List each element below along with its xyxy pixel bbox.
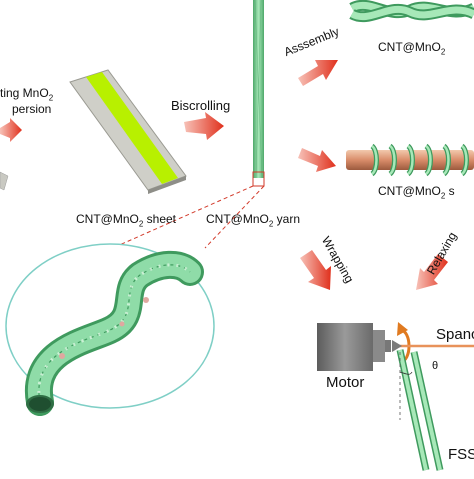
dispersion-label-sub: 2 (48, 93, 54, 103)
wrapping-yarns (396, 349, 444, 471)
yarn-label: CNT@MnO2 yarn (206, 212, 300, 228)
spandex-fiber (392, 340, 474, 352)
assembly-arrow (298, 60, 338, 86)
coiled-yarn-on-rod (346, 143, 474, 177)
cnt-mno2-yarn (252, 0, 265, 187)
left-edge-sheet-fragment (0, 171, 9, 191)
dispersion-label-line1: ting MnO (0, 86, 49, 100)
coiled-yarn-label-suffix: s (445, 184, 455, 198)
sheet-label-main: CNT@MnO (76, 212, 139, 226)
angle-label: θ (432, 360, 439, 372)
sheet-label-sub: 2 (138, 219, 144, 229)
fss-label: FSS (448, 446, 474, 463)
biscrolling-label: Biscrolling (171, 98, 231, 113)
coiled-yarn-label: CNT@MnO2 s (378, 184, 455, 200)
wrapping-arrow (300, 250, 331, 290)
cnt-mno2-sheet (69, 69, 187, 194)
motor-label: Motor (326, 374, 365, 391)
yarn-label-suffix: yarn (273, 212, 300, 226)
dispersion-label-line2: persion (12, 102, 52, 116)
spandex-label: Spanc (436, 326, 474, 343)
twisted-yarn-label: CNT@MnO2 (378, 40, 445, 56)
relaxing-arrow (416, 254, 448, 290)
yarn-label-main: CNT@MnO (206, 212, 269, 226)
twisted-yarn-label-sub: 2 (440, 47, 446, 57)
motor (317, 323, 391, 371)
yarn-label-sub: 2 (268, 219, 274, 229)
twisted-yarn-label-main: CNT@MnO (378, 40, 441, 54)
twisted-yarn (349, 0, 474, 23)
dispersion-label: ting MnO2 (0, 86, 53, 102)
zoom-detail-circle (5, 243, 215, 416)
sheet-label: CNT@MnO2 sheet (76, 212, 176, 228)
coil-arrow (298, 148, 336, 172)
left-edge-arrow (0, 118, 22, 142)
coiled-yarn-label-main: CNT@MnO (378, 184, 441, 198)
sheet-label-suffix: sheet (143, 212, 177, 226)
biscrolling-arrow (184, 112, 224, 140)
coiled-yarn-label-sub: 2 (440, 191, 446, 201)
